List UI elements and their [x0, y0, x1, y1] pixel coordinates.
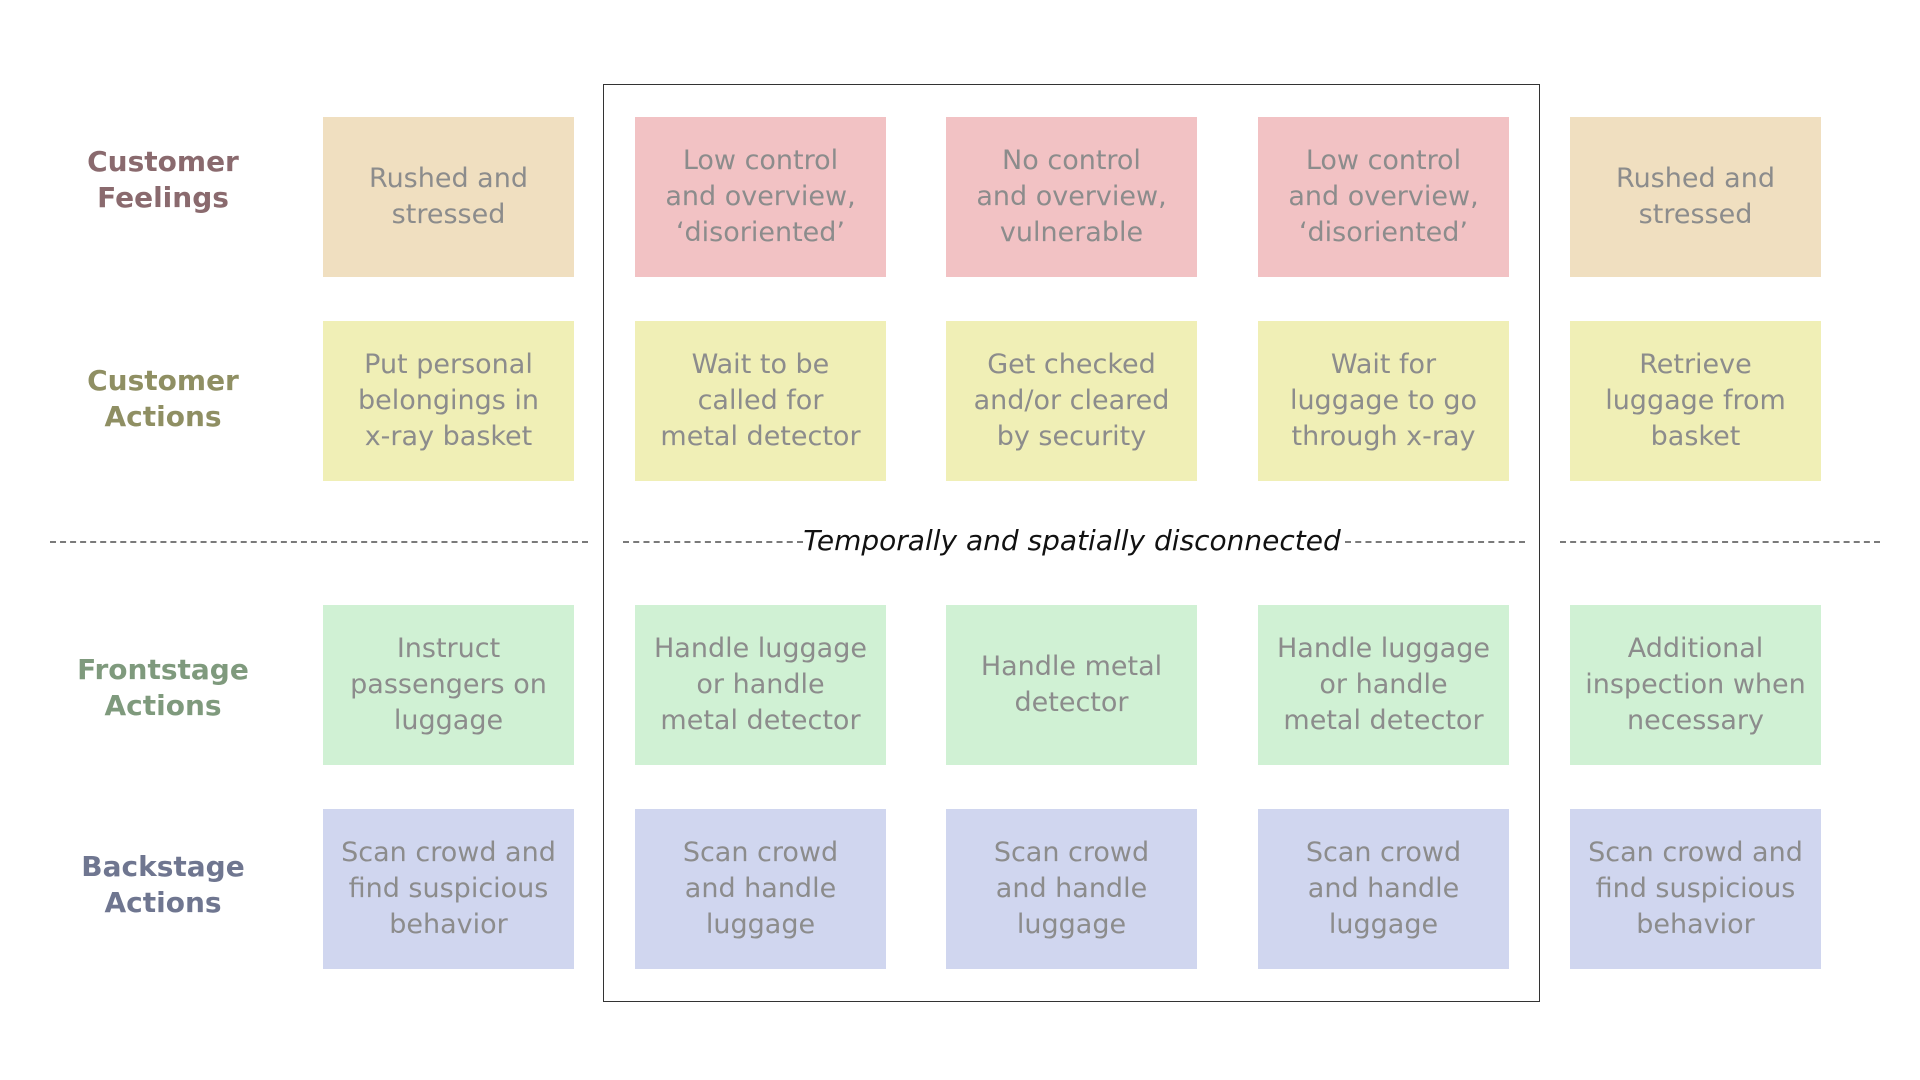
disconnected-phase-frame [603, 84, 1540, 1002]
backstage-action-card: Scan crowd and handle luggage [946, 809, 1197, 969]
row-label-customer-feelings: Customer Feelings [87, 145, 239, 214]
row-label-frontstage-actions: Frontstage Actions [77, 653, 249, 722]
line-of-visibility-left [50, 541, 588, 543]
line-of-visibility-center-left [623, 541, 803, 543]
customer-action-card: Get checked and/or cleared by security [946, 321, 1197, 481]
row-label-backstage-actions: Backstage Actions [81, 850, 245, 919]
divider-caption: Temporally and spatially disconnected [803, 524, 1341, 557]
frontstage-action-card: Handle luggage or handle metal detector [635, 605, 886, 765]
backstage-action-card: Scan crowd and find suspicious behavior [323, 809, 574, 969]
frontstage-action-card: Additional inspection when necessary [1570, 605, 1821, 765]
feeling-card: Rushed and stressed [1570, 117, 1821, 277]
feeling-card: No control and overview, vulnerable [946, 117, 1197, 277]
row-label-customer-actions: Customer Actions [87, 364, 239, 433]
frontstage-action-card: Handle metal detector [946, 605, 1197, 765]
customer-action-card: Wait to be called for metal detector [635, 321, 886, 481]
frontstage-action-card: Instruct passengers on luggage [323, 605, 574, 765]
customer-action-card: Retrieve luggage from basket [1570, 321, 1821, 481]
backstage-action-card: Scan crowd and handle luggage [1258, 809, 1509, 969]
feeling-card: Low control and overview, ‘disoriented’ [635, 117, 886, 277]
feeling-card: Rushed and stressed [323, 117, 574, 277]
backstage-action-card: Scan crowd and find suspicious behavior [1570, 809, 1821, 969]
customer-action-card: Wait for luggage to go through x-ray [1258, 321, 1509, 481]
backstage-action-card: Scan crowd and handle luggage [635, 809, 886, 969]
feeling-card: Low control and overview, ‘disoriented’ [1258, 117, 1509, 277]
line-of-visibility-right [1560, 541, 1880, 543]
line-of-visibility-center-right [1345, 541, 1525, 543]
customer-action-card: Put personal belongings in x-ray basket [323, 321, 574, 481]
frontstage-action-card: Handle luggage or handle metal detector [1258, 605, 1509, 765]
